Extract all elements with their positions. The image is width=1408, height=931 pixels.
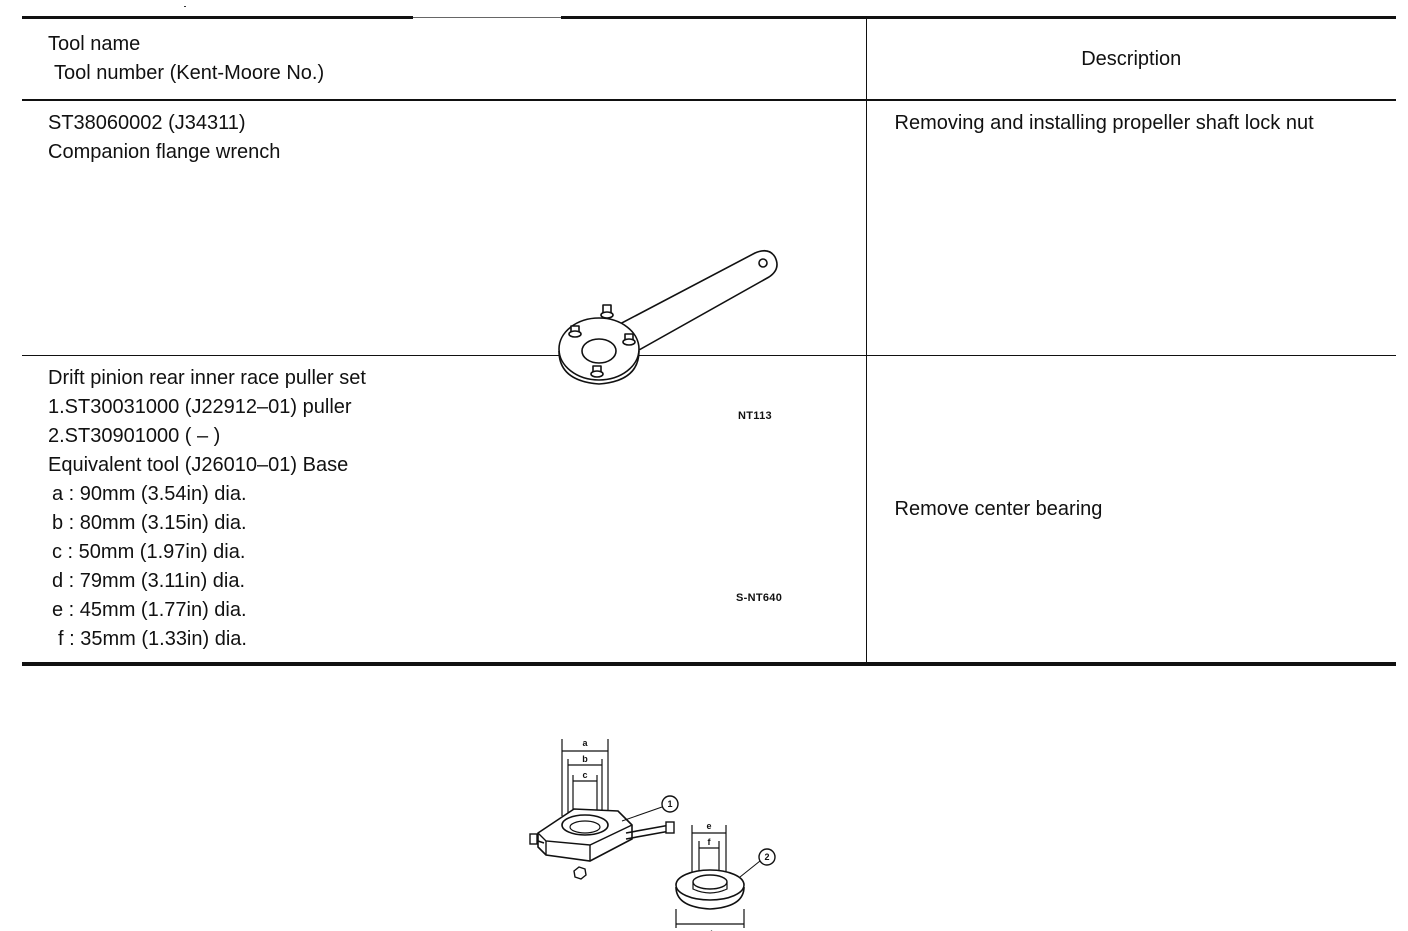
header-tool-number: Tool number (Kent-Moore No.) <box>54 62 325 84</box>
figure-code: S-NT640 <box>736 592 783 604</box>
tool-text: Drift pinion rear inner race puller set … <box>48 364 366 654</box>
dimension-b: b : 80mm (3.15in) dia. <box>52 512 247 534</box>
tool-cell: ST38060002 (J34311) Companion flange wre… <box>22 100 867 422</box>
tool-description: Removing and installing propeller shaft … <box>866 100 1396 356</box>
tool-part-2: 2.ST30901000 ( – ) <box>48 425 221 447</box>
callout-f: f <box>708 837 712 847</box>
tool-set-name: Drift pinion rear inner race puller set <box>48 367 366 389</box>
dimension-f: f : 35mm (1.33in) dia. <box>58 628 247 650</box>
tool-description: Remove center bearing <box>866 355 1396 666</box>
tool-text: ST38060002 (J34311) Companion flange wre… <box>48 109 280 167</box>
special-service-tools-table: Tool name Tool number (Kent-Moore No.) D… <box>22 19 1396 931</box>
callout-c: c <box>582 770 587 780</box>
dimension-e: e : 45mm (1.77in) dia. <box>52 599 247 621</box>
top-mark <box>184 6 186 7</box>
top-rule <box>22 16 1396 19</box>
callout-a: a <box>582 738 588 748</box>
tool-part-1: 1.ST30031000 (J22912–01) puller <box>48 396 352 418</box>
header-description: Description <box>866 19 1396 101</box>
table-header-row: Tool name Tool number (Kent-Moore No.) D… <box>22 19 1396 101</box>
header-tool-name: Tool name <box>48 33 141 55</box>
top-rule-thin <box>413 17 561 18</box>
callout-b: b <box>582 754 588 764</box>
tool-cell: Drift pinion rear inner race puller set … <box>22 355 867 931</box>
tool-name: Companion flange wrench <box>48 141 281 163</box>
table-row: Drift pinion rear inner race puller set … <box>22 355 1396 931</box>
dimension-c: c : 50mm (1.97in) dia. <box>52 541 246 563</box>
callout-2: 2 <box>764 852 769 862</box>
tool-number: ST38060002 (J34311) <box>48 112 246 134</box>
tool-equivalent: Equivalent tool (J26010–01) Base <box>48 454 349 476</box>
dimension-a: a : 90mm (3.54in) dia. <box>52 483 247 505</box>
puller-set-icon: a b c d e f 1 2 <box>529 738 776 931</box>
header-tool-cell: Tool name Tool number (Kent-Moore No.) <box>22 19 867 101</box>
callout-1: 1 <box>667 799 672 809</box>
callout-e: e <box>706 821 711 831</box>
dimension-d: d : 79mm (3.11in) dia. <box>52 570 246 592</box>
table-row: ST38060002 (J34311) Companion flange wre… <box>22 100 1396 422</box>
